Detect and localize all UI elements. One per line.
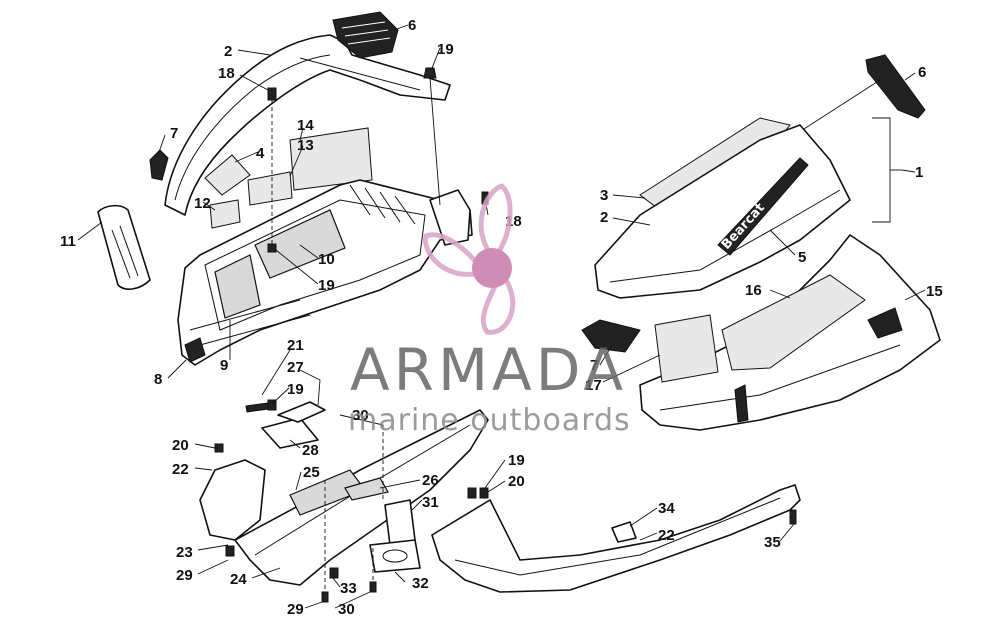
callout-8: 8 xyxy=(154,371,162,388)
callout-6: 6 xyxy=(408,17,416,34)
part-16-side-panel xyxy=(721,274,866,371)
part-6-vent-grille-upper xyxy=(332,11,399,59)
leader-lines xyxy=(77,24,926,609)
propeller-blade xyxy=(423,232,478,277)
callout-33: 33 xyxy=(340,580,357,597)
callout-19: 19 xyxy=(318,277,335,294)
part-13-decal xyxy=(247,171,293,206)
upper-left-hood-assembly xyxy=(97,11,489,366)
flange-hole xyxy=(382,549,408,563)
callout-32: 32 xyxy=(412,575,429,592)
watermark-brand: ARMADA xyxy=(350,336,627,404)
part-18-screw-upper xyxy=(267,87,277,101)
hood-front-grip xyxy=(184,337,206,363)
part-29-rivet-lower xyxy=(321,591,329,603)
callout-31: 31 xyxy=(422,494,439,511)
callout-22: 22 xyxy=(658,527,675,544)
propeller-blade xyxy=(480,278,516,335)
callout-labels: 1 2 2 3 4 5 6 6 7 7 8 9 10 11 12 13 14 1… xyxy=(60,17,943,618)
propeller-blade xyxy=(478,183,513,252)
part-34-clip xyxy=(611,521,637,543)
propeller-logo-icon xyxy=(423,183,516,335)
callout-25: 25 xyxy=(303,464,320,481)
part-6-vent-grille-right xyxy=(865,54,926,119)
part-9-windshield xyxy=(214,254,261,319)
callout-23: 23 xyxy=(176,544,193,561)
callout-19: 19 xyxy=(508,452,525,469)
part-17-decal xyxy=(654,314,719,383)
part-28-bracket xyxy=(261,417,319,449)
propeller-hub xyxy=(472,248,512,288)
lower-body-side-vent xyxy=(734,384,749,423)
callout-12: 12 xyxy=(194,195,211,212)
callout-1: 1 xyxy=(915,164,923,181)
part-33-fastener xyxy=(329,567,339,579)
part-19-nut-mid xyxy=(267,243,277,253)
part-20-screw-right xyxy=(479,487,489,499)
callout-6: 6 xyxy=(918,64,926,81)
callout-28: 28 xyxy=(302,442,319,459)
watermark: ARMADA marine outboards xyxy=(348,183,631,438)
part-32-flange xyxy=(369,539,421,573)
callout-20: 20 xyxy=(172,437,189,454)
part-11-film-roll xyxy=(97,204,151,290)
part-14-decal xyxy=(289,127,373,191)
part-7-grip-right xyxy=(581,319,641,353)
callout-20: 20 xyxy=(508,473,525,490)
lower-right-pan-assembly xyxy=(431,484,801,593)
part-12-decal xyxy=(209,199,241,229)
callout-5: 5 xyxy=(798,249,806,266)
callout-30: 30 xyxy=(338,601,355,618)
part-5-brand-decal xyxy=(717,157,809,256)
callout-9: 9 xyxy=(220,357,228,374)
callout-21: 21 xyxy=(287,337,304,354)
callout-4: 4 xyxy=(256,145,265,162)
part-31-boot xyxy=(384,499,416,546)
part-19-nut-upper xyxy=(423,67,437,79)
part-30-rivet xyxy=(369,581,377,593)
callout-3: 3 xyxy=(600,187,608,204)
part-22-side-panel-left xyxy=(199,459,266,541)
callout-19: 19 xyxy=(287,381,304,398)
part-35-screw xyxy=(789,509,797,525)
callout-27: 27 xyxy=(287,359,304,376)
part-2-hood-shell-right xyxy=(594,124,851,299)
callout-15: 15 xyxy=(926,283,943,300)
lower-belly-pan-assembly xyxy=(199,399,489,603)
part-10-windscreen-panel xyxy=(254,209,346,279)
lower-body-vent xyxy=(867,307,903,339)
part-29-rivet xyxy=(225,545,235,557)
callout-22: 22 xyxy=(172,461,189,478)
part-20-screw-left xyxy=(214,443,224,453)
callout-13: 13 xyxy=(297,137,314,154)
right-hood-assembly: Bearcat xyxy=(581,54,941,431)
callout-11: 11 xyxy=(60,233,76,250)
callout-29: 29 xyxy=(287,601,304,618)
callout-34: 34 xyxy=(658,500,675,517)
part-7-grip-left xyxy=(149,149,169,181)
callout-7: 7 xyxy=(590,357,598,374)
part-26-pad xyxy=(344,477,389,501)
callout-10: 10 xyxy=(318,251,335,268)
callout-17: 17 xyxy=(585,377,602,394)
callout-7: 7 xyxy=(170,125,178,142)
callout-30: 30 xyxy=(352,407,369,424)
watermark-tagline: marine outboards xyxy=(348,403,631,438)
callout-2: 2 xyxy=(600,209,608,226)
part-22-skid-plate-right xyxy=(431,484,801,593)
callout-2: 2 xyxy=(224,43,232,60)
part-27-bracket-top xyxy=(277,401,326,423)
callout-19: 19 xyxy=(437,41,454,58)
part-19-nut-right xyxy=(467,487,477,499)
part-2-side-trim xyxy=(164,34,451,216)
callout-26: 26 xyxy=(422,472,439,489)
callout-14: 14 xyxy=(297,117,314,134)
callout-16: 16 xyxy=(745,282,762,299)
callout-35: 35 xyxy=(764,534,781,551)
callout-29: 29 xyxy=(176,567,193,584)
callout-24: 24 xyxy=(230,571,247,588)
part-4-decal xyxy=(204,154,251,196)
callout-18: 18 xyxy=(218,65,235,82)
